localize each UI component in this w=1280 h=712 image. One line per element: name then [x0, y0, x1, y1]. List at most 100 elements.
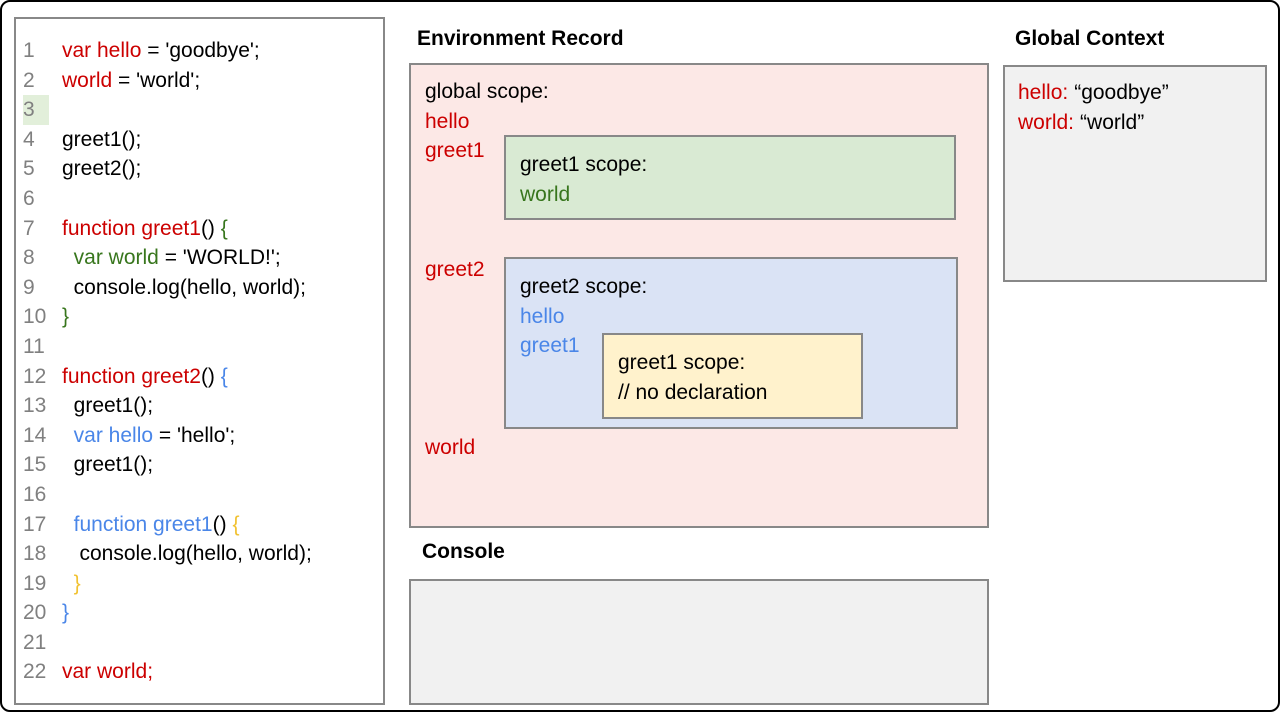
line-number: 13 [23, 394, 47, 418]
code-token: console.log(hello, world); [62, 275, 306, 299]
code-token [62, 572, 74, 595]
global-context-value-hello: “goodbye” [1074, 81, 1169, 104]
code-text: } [62, 302, 69, 332]
code-token: var hello [73, 423, 154, 447]
code-token: console.log(hello, world); [62, 542, 312, 566]
code-token: var world; [62, 660, 154, 684]
line-number: 7 [23, 216, 35, 240]
code-text: } [62, 598, 69, 628]
code-token: { [220, 216, 228, 240]
nested-greet1-scope-comment: // no declaration [618, 380, 768, 404]
global-context-key-hello: hello: [1018, 81, 1069, 104]
code-line: 10} [16, 302, 383, 332]
code-text: greet2(); [62, 154, 141, 184]
code-line: 1 var hello = 'goodbye'; [16, 36, 383, 66]
console-output-box [409, 579, 989, 705]
global-scope-var-greet1: greet1 [425, 139, 485, 162]
line-number: 6 [23, 186, 35, 210]
code-text: var world; [62, 657, 153, 687]
code-token [62, 424, 74, 447]
greet2-scope-title: greet2 scope: [520, 275, 648, 298]
code-token: () [212, 512, 233, 536]
code-line: 21 [16, 628, 383, 658]
environment-record-title: Environment Record [417, 27, 624, 50]
code-line: 16 [16, 480, 383, 510]
global-scope-label: global scope: [425, 80, 549, 103]
code-token: function greet1 [73, 512, 213, 536]
line-number: 14 [23, 423, 47, 447]
global-context-key-world: world: [1018, 110, 1075, 134]
code-line: 6 [16, 184, 383, 214]
code-token: = 'WORLD!'; [158, 246, 281, 270]
greet2-scope-box: greet2 scope: hello greet1 greet1 scope:… [504, 257, 958, 429]
global-scope-var-hello: hello [425, 110, 470, 133]
global-context-box: hello:“goodbye” world:“world” [1003, 65, 1267, 282]
global-context-entry: hello:“goodbye” [1018, 78, 1265, 108]
line-number: 11 [23, 334, 45, 358]
nested-greet1-scope-title: greet1 scope: [618, 351, 746, 374]
code-line: 20} [16, 598, 383, 628]
code-token: } [73, 571, 81, 595]
code-line: 22 var world; [16, 657, 383, 687]
code-token: function greet1 [62, 216, 201, 240]
line-number: 12 [23, 364, 47, 388]
line-number: 8 [23, 246, 35, 270]
code-line: 5 greet2(); [16, 154, 383, 184]
line-number: 4 [23, 127, 35, 151]
code-token: } [62, 305, 70, 329]
code-line: 8 var world = 'WORLD!'; [16, 243, 383, 273]
code-token: { [232, 512, 240, 536]
greet2-scope-var-greet1: greet1 [520, 334, 580, 357]
greet2-scope-var-hello: hello [520, 304, 565, 328]
code-line: 3 [16, 95, 383, 125]
code-token: greet1(); [62, 453, 154, 477]
code-text: function greet1() { [62, 510, 240, 540]
code-token: = 'world'; [112, 68, 201, 92]
code-line: 15 greet1(); [16, 450, 383, 480]
code-text: greet1(); [62, 125, 141, 155]
code-line: 17 function greet1() { [16, 510, 383, 540]
global-context-title: Global Context [1015, 27, 1165, 50]
global-context-value-world: “world” [1080, 110, 1145, 134]
code-line: 4 greet1(); [16, 125, 383, 155]
code-text: var hello = 'goodbye'; [62, 36, 260, 66]
line-number: 5 [23, 157, 35, 181]
code-token: greet1(); [62, 394, 154, 418]
code-token [62, 513, 74, 536]
code-line: 14 var hello = 'hello'; [16, 421, 383, 451]
code-line: 11 [16, 332, 383, 362]
code-token [62, 246, 74, 269]
greet1-scope-title: greet1 scope: [520, 153, 648, 176]
line-number: 18 [23, 542, 47, 566]
code-text: greet1(); [62, 391, 153, 421]
line-number-highlighted: 3 [23, 95, 49, 125]
line-number: 20 [23, 601, 47, 625]
greet1-scope-var-world: world [520, 182, 571, 206]
code-line: 18 console.log(hello, world); [16, 539, 383, 569]
code-text: greet1(); [62, 450, 153, 480]
code-token: = 'hello'; [153, 423, 236, 447]
line-number: 1 [23, 39, 35, 62]
code-token: greet2(); [62, 157, 142, 181]
global-scope-var-world: world [425, 436, 476, 459]
line-number: 17 [23, 512, 47, 536]
code-text: function greet2() { [62, 362, 228, 392]
code-token: () [200, 216, 221, 240]
code-text: var world = 'WORLD!'; [62, 243, 281, 273]
code-text: } [62, 569, 81, 599]
global-context-entry: world:“world” [1018, 108, 1265, 138]
nested-greet1-scope-box: greet1 scope: // no declaration [602, 333, 863, 419]
code-token: var hello [62, 39, 142, 62]
global-scope-box: global scope: hello greet1 greet2 world … [409, 63, 989, 528]
line-number: 22 [23, 660, 47, 684]
code-line: 7 function greet1() { [16, 214, 383, 244]
code-token: } [62, 601, 70, 625]
global-scope-var-greet2: greet2 [425, 258, 485, 281]
line-number: 19 [23, 571, 47, 595]
line-number: 15 [23, 453, 47, 477]
line-number: 2 [23, 68, 35, 92]
line-number: 16 [23, 482, 47, 506]
